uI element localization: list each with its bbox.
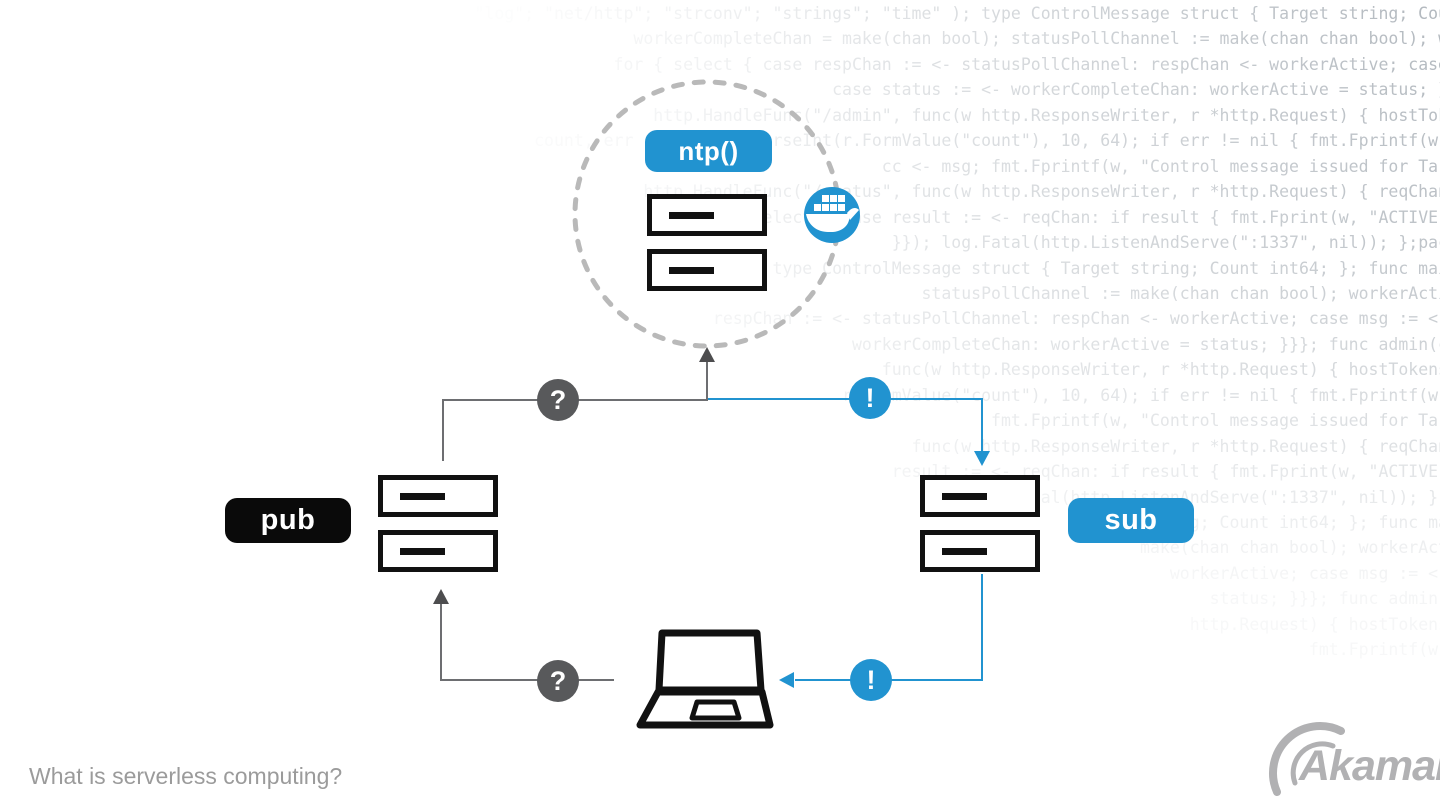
ntp-label-text: ntp() bbox=[678, 135, 739, 166]
connector-sub-to-laptop bbox=[795, 574, 983, 681]
akamai-logo-text: Akamai bbox=[1298, 742, 1440, 790]
caption-question: What is serverless computing? bbox=[29, 763, 343, 789]
pub-label: pub bbox=[225, 498, 351, 543]
server-stack-pub bbox=[378, 475, 498, 572]
question-badge: ? bbox=[537, 660, 579, 702]
ntp-function-label: ntp() bbox=[645, 130, 772, 172]
server-stack-sub bbox=[920, 475, 1040, 572]
laptop-icon bbox=[636, 629, 774, 729]
arrow-up-to-pub-icon bbox=[433, 589, 449, 604]
server-icon bbox=[647, 249, 767, 291]
exclamation-glyph: ! bbox=[866, 664, 876, 695]
server-icon bbox=[920, 530, 1040, 572]
akamai-logo: Akamai bbox=[1269, 722, 1440, 796]
connector-laptop-to-pub bbox=[440, 603, 614, 681]
server-led-dash bbox=[669, 211, 714, 219]
arrow-left-to-laptop-icon bbox=[779, 672, 794, 688]
question-glyph: ? bbox=[549, 384, 567, 415]
server-icon bbox=[378, 530, 498, 572]
pub-label-text: pub bbox=[260, 504, 316, 536]
server-led-dash bbox=[942, 492, 987, 500]
exclamation-badge: ! bbox=[849, 377, 891, 419]
server-icon bbox=[378, 475, 498, 517]
question-glyph: ? bbox=[549, 665, 567, 696]
arrow-up-to-ntp-icon bbox=[699, 347, 715, 362]
sub-label-text: sub bbox=[1104, 504, 1158, 536]
connector-ntp-to-sub bbox=[708, 398, 983, 452]
sub-label: sub bbox=[1068, 498, 1194, 543]
server-led-dash bbox=[942, 547, 987, 555]
arrow-down-to-sub-icon bbox=[974, 451, 990, 466]
exclamation-badge: ! bbox=[850, 659, 892, 701]
server-led-dash bbox=[669, 266, 714, 274]
question-badge: ? bbox=[537, 379, 579, 421]
docker-whale-icon bbox=[804, 187, 860, 243]
server-icon bbox=[647, 194, 767, 236]
server-icon bbox=[920, 475, 1040, 517]
exclamation-glyph: ! bbox=[865, 382, 875, 413]
server-led-dash bbox=[400, 547, 445, 555]
server-led-dash bbox=[400, 492, 445, 500]
server-stack-ntp bbox=[647, 194, 767, 291]
